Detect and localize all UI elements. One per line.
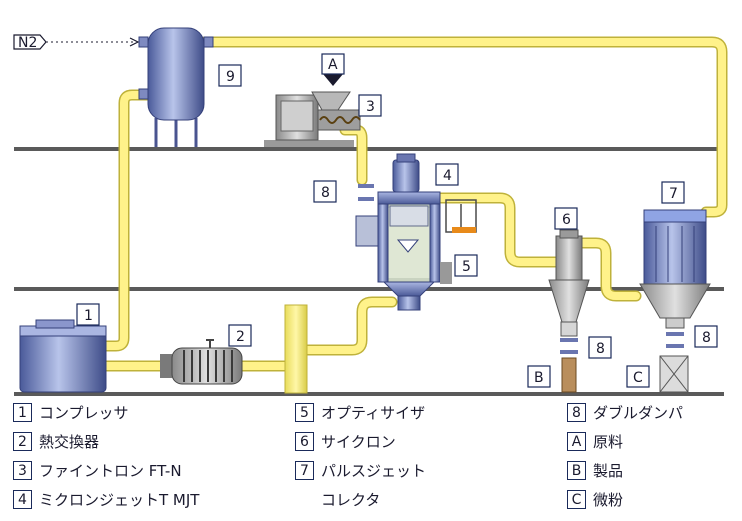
legend-item-8: 8 ダブルダンパ [567,401,683,423]
legend-item-3: 3 ファイントロン FT-N [13,459,182,481]
legend-key: 4 [13,489,32,509]
legend-text: パルスジェット [321,461,427,480]
legend-item-5: 5 オプティサイザ [295,401,425,423]
legend-text: ファイントロン FT-N [39,461,182,480]
tank [138,27,214,147]
legend-item-a: A 原料 [567,430,623,452]
cyclone [548,229,590,393]
label-tank: 9 [226,69,235,85]
label-double-damper-3: 8 [702,330,711,346]
legend-text: コンプレッサ [39,403,129,422]
label-cyclone: 6 [562,212,571,228]
legend-text: 微粉 [593,490,624,509]
n2-inlet: N2 [13,34,140,51]
compressor [19,319,107,393]
legend-text: オプティサイザ [321,403,426,422]
item-label-texts: 1 2 3 4 5 6 7 8 8 8 9 A B C [84,57,711,386]
legend-text: ダブルダンパ [593,403,684,422]
legend-key: 3 [13,460,32,480]
air-header-column [284,304,308,394]
label-heat-exchanger: 2 [236,329,245,345]
legend-item-4: 4 ミクロンジェットT MJT [13,488,199,510]
label-optisizer: 5 [462,259,471,275]
legend-text: コレクタ [321,490,381,509]
legend-key: 7 [295,460,314,480]
legend-key: C [567,489,586,509]
label-double-damper-1: 8 [321,185,330,201]
legend-key: B [567,460,586,480]
label-pulse-jet-collector: 7 [669,186,678,202]
pipes [100,36,728,372]
legend-item-1: 1 コンプレッサ [13,401,129,423]
label-feeder: 3 [366,99,375,115]
legend-text: ミクロンジェットT MJT [39,490,200,509]
label-fine-powder: C [633,370,643,386]
legend-item-b: B 製品 [567,459,623,481]
legend-key: A [567,431,586,451]
label-product: B [534,370,544,386]
legend-text: サイクロン [321,432,396,451]
legend-text: 原料 [593,432,624,451]
label-raw-material: A [328,57,338,73]
label-double-damper-2: 8 [596,341,605,357]
legend: 1 コンプレッサ 2 熱交換器 3 ファイントロン FT-N 4 ミクロンジェットT M… [0,397,742,521]
floor-lines [14,147,724,396]
legend-text: 製品 [593,461,624,480]
legend-key: 5 [295,402,314,422]
feeder [264,91,361,147]
legend-item-7-cont: コレクタ [321,488,380,510]
item-labels [76,53,718,388]
legend-key: 6 [295,431,314,451]
optisizer [440,199,477,284]
legend-key: 2 [13,431,32,451]
legend-item-c: C 微粉 [567,488,623,510]
legend-key: 1 [13,402,32,422]
heat-exchanger [160,339,243,385]
legend-item-7: 7 パルスジェット [295,459,426,481]
n2-label: N2 [18,35,37,51]
legend-key: 8 [567,402,586,422]
label-micron-jet: 4 [443,168,452,184]
raw-material-arrow [323,74,343,86]
label-compressor: 1 [84,308,93,324]
micron-jet [355,153,441,311]
legend-item-6: 6 サイクロン [295,430,396,452]
legend-text: 熱交換器 [39,432,100,451]
pulse-jet-collector [639,209,711,393]
legend-item-2: 2 熱交換器 [13,430,99,452]
